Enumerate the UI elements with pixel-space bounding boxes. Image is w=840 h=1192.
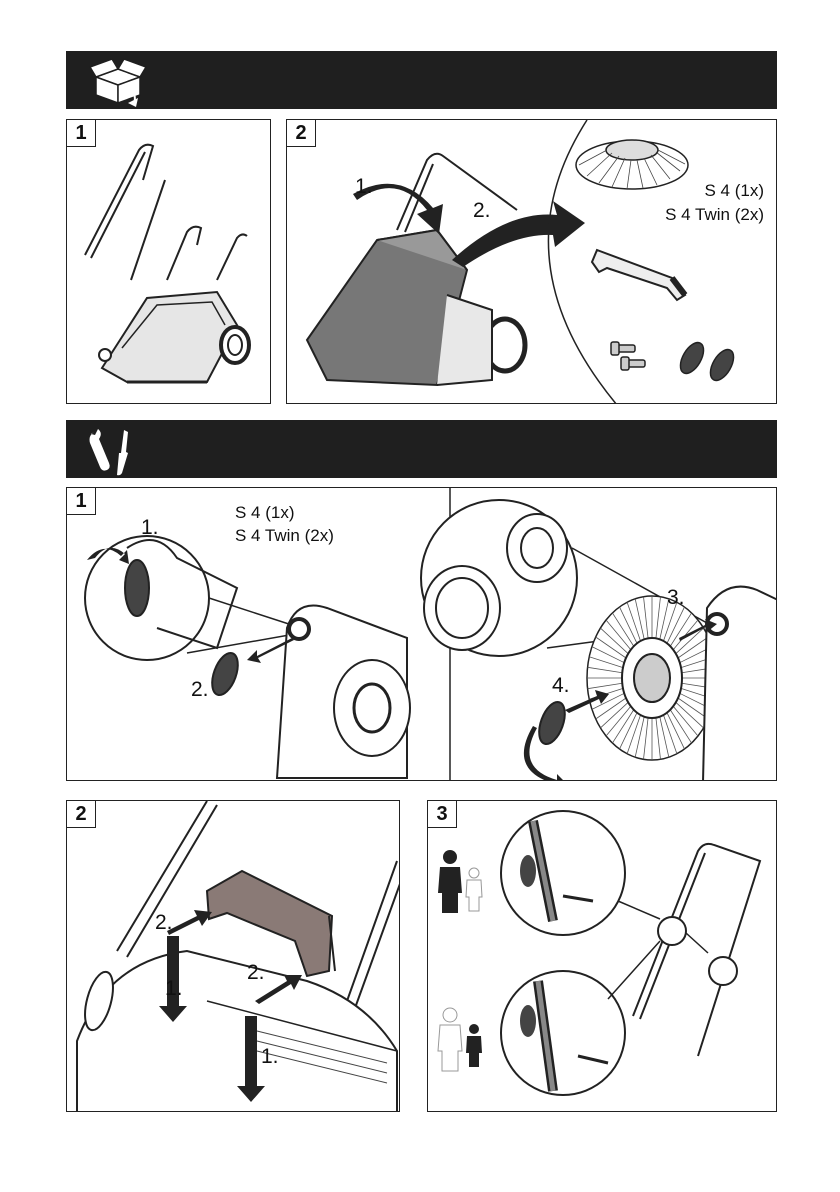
assembly-panel-3: 3 — [427, 800, 777, 1112]
step-3-label: 3. — [667, 586, 685, 610]
variant-twin-label: S 4 Twin (2x) — [665, 204, 764, 226]
step-2-label: 2. — [191, 678, 209, 702]
side-brush-illustration — [576, 140, 688, 189]
tools-icon — [66, 420, 156, 478]
short-user-icon — [438, 1008, 482, 1071]
assembly-header-bar — [66, 420, 777, 478]
step-1-label: 1. — [141, 516, 159, 540]
panel-number: 1 — [67, 120, 96, 147]
step-1b-label: 1. — [261, 1045, 279, 1069]
panel-number: 2 — [287, 120, 316, 147]
assembly-panel-2: 2 2. 1. 2. 1. — [66, 800, 400, 1112]
panel-number: 1 — [67, 488, 96, 515]
unpacking-header-bar — [66, 51, 777, 109]
sweeper-disassembled-illustration — [67, 120, 271, 404]
handle-mounting-illustration — [67, 801, 400, 1112]
step-2a-label: 2. — [155, 911, 173, 935]
step-2b-label: 2. — [247, 961, 265, 985]
step-1a-label: 1. — [165, 977, 183, 1001]
box-unpack-icon — [66, 51, 156, 109]
brush-mounting-illustration — [67, 488, 777, 781]
tall-user-icon — [438, 850, 482, 913]
remove-cover-illustration — [287, 120, 777, 404]
assembly-panel-1: 1 1. — [66, 487, 777, 781]
variant-single-label: S 4 (1x) — [704, 180, 764, 202]
step-2-label: 2. — [473, 199, 491, 223]
panel-number: 2 — [67, 801, 96, 828]
unpack-panel-2: 2 — [286, 119, 777, 404]
variant-single-label: S 4 (1x) — [235, 502, 295, 524]
step-1-label: 1. — [355, 175, 373, 199]
panel-number: 3 — [428, 801, 457, 828]
handle-height-illustration — [428, 801, 777, 1112]
variant-twin-label: S 4 Twin (2x) — [235, 525, 334, 547]
step-4-label: 4. — [552, 674, 570, 698]
brush-illustration — [587, 596, 717, 760]
unpack-panel-1: 1 — [66, 119, 271, 404]
